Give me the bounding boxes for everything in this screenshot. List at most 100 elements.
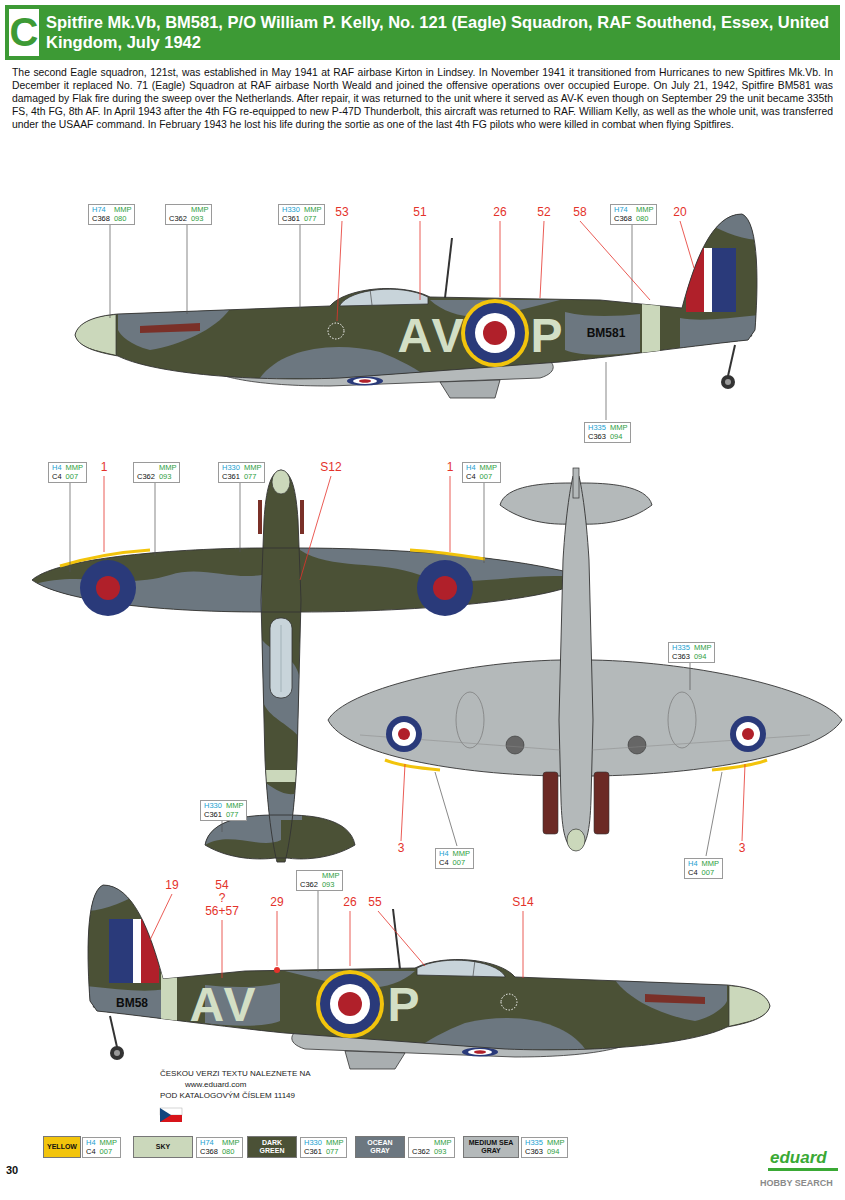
code-letter: P xyxy=(387,981,422,1029)
paint-code: 080 xyxy=(114,215,132,224)
color-name: MEDIUM SEA GRAY xyxy=(466,1139,516,1155)
paint-code: MMP xyxy=(434,1139,452,1148)
paint-code: C362 xyxy=(169,215,187,224)
paint-code-box: H330 MMP C361 077 xyxy=(300,1137,347,1158)
paint-code: H4 xyxy=(688,860,698,869)
note-text: POD KATALOGOVÝM ČÍSLEM 11149 xyxy=(160,1092,295,1101)
paint-code: H74 xyxy=(200,1139,218,1148)
paint-code-box: H4MMPC4007 xyxy=(684,858,723,879)
paint-code: C368 xyxy=(92,215,110,224)
paint-code: H330 xyxy=(304,1139,322,1148)
paint-code: MMP xyxy=(322,872,340,881)
paint-code: C368 xyxy=(614,215,632,224)
paint-code: C361 xyxy=(204,811,222,820)
watermark: HOBBY SEARCH xyxy=(760,1179,833,1189)
paint-code: C362 xyxy=(300,881,318,890)
callout-number: 1 xyxy=(101,461,108,474)
description-text: The second Eagle squadron, 121st, was es… xyxy=(12,66,833,131)
paint-code: 094 xyxy=(610,433,628,442)
web-address: www.eduard.com xyxy=(185,1081,246,1090)
paint-code: C4 xyxy=(86,1148,96,1157)
paint-code: C4 xyxy=(52,473,62,482)
serial-number: BM58 xyxy=(116,997,148,1010)
paint-code-box: MMPC362093 xyxy=(165,204,212,225)
code-letter: P xyxy=(530,312,565,360)
paint-code: MMP xyxy=(114,206,132,215)
paint-code: C362 xyxy=(412,1148,430,1157)
page-number: 30 xyxy=(6,1164,18,1176)
paint-code-box: H4MMPC4007 xyxy=(462,462,501,483)
paint-code: H4 xyxy=(86,1139,96,1148)
paint-code: MMP xyxy=(547,1139,565,1148)
color-swatch: OCEAN GRAY xyxy=(355,1136,405,1158)
callout-number: 52 xyxy=(537,206,550,219)
paint-code: H74 xyxy=(92,206,110,215)
paint-code: H335 xyxy=(588,424,606,433)
paint-code-box: H335 MMP C363 094 xyxy=(521,1137,568,1158)
callout-number: 20 xyxy=(673,206,686,219)
paint-code: MMP xyxy=(226,802,244,811)
color-swatch: DARK GREEN xyxy=(247,1136,297,1158)
paint-code: 007 xyxy=(480,473,498,482)
paint-code: 080 xyxy=(636,215,654,224)
paint-code: MMP xyxy=(66,464,84,473)
paint-code-box: H330MMPC361077 xyxy=(218,462,265,483)
paint-code: H330 xyxy=(222,464,240,473)
paint-code-box: H335MMPC363094 xyxy=(668,642,715,663)
color-swatch: MEDIUM SEA GRAY xyxy=(463,1136,519,1158)
paint-code: MMP xyxy=(222,1139,240,1148)
paint-code: 077 xyxy=(226,811,244,820)
callout-number: 51 xyxy=(413,206,426,219)
paint-code: C361 xyxy=(282,215,300,224)
paint-code: 094 xyxy=(547,1148,565,1157)
color-name: DARK GREEN xyxy=(250,1139,294,1155)
color-name: SKY xyxy=(156,1143,170,1151)
title-band-text: Spitfire Mk.Vb, BM581, P/O William P. Ke… xyxy=(46,8,834,56)
paint-code-box: MMP C362 093 xyxy=(296,870,343,891)
paint-code: H330 xyxy=(204,802,222,811)
paint-code-box: H74MMPC368080 xyxy=(196,1137,243,1158)
paint-code: H335 xyxy=(672,644,690,653)
callout-number: 56+57 xyxy=(205,905,239,918)
code-letters: AV xyxy=(397,312,466,360)
paint-code: MMP xyxy=(453,850,471,859)
paint-code: C363 xyxy=(525,1148,543,1157)
paint-code: C4 xyxy=(688,869,698,878)
paint-code-box: MMPC362093 xyxy=(133,462,180,483)
paint-code: 093 xyxy=(159,473,177,482)
color-swatch: SKY xyxy=(133,1136,193,1158)
paint-code: C361 xyxy=(304,1148,322,1157)
callout-number: S12 xyxy=(320,461,341,474)
paint-code: C361 xyxy=(222,473,240,482)
paint-code-box: MMPC362093 xyxy=(408,1137,455,1158)
paint-code: MMP xyxy=(191,206,209,215)
paint-code: 007 xyxy=(100,1148,118,1157)
title: Spitfire Mk.Vb, BM581, P/O William P. Ke… xyxy=(46,12,834,52)
paint-code: 093 xyxy=(322,881,340,890)
callout-number: S14 xyxy=(512,896,533,909)
paint-code: H335 xyxy=(525,1139,543,1148)
code-letters: AV xyxy=(189,981,258,1029)
paint-code: MMP xyxy=(159,464,177,473)
paint-code: 077 xyxy=(304,215,322,224)
paint-code: H4 xyxy=(52,464,62,473)
callout-number: 29 xyxy=(270,896,283,909)
callout-number: 58 xyxy=(573,206,586,219)
color-swatch: YELLOW xyxy=(43,1136,81,1158)
paint-code-box: H330 MMP C361 077 xyxy=(200,800,247,821)
callout-number: 55 xyxy=(368,896,381,909)
callout-number: 26 xyxy=(493,206,506,219)
panel-letter: C xyxy=(10,10,39,54)
paint-code: MMP xyxy=(304,206,322,215)
paint-code-box: H335MMPC363094 xyxy=(584,422,631,443)
callout-number: ? xyxy=(219,892,226,905)
callout-number: 26 xyxy=(343,896,356,909)
paint-code: 077 xyxy=(326,1148,344,1157)
paint-code-box: H4 MMP C4 007 xyxy=(48,462,87,483)
paint-code: 094 xyxy=(694,653,712,662)
paint-code: MMP xyxy=(244,464,262,473)
paint-code: MMP xyxy=(326,1139,344,1148)
paint-code: C4 xyxy=(439,859,449,868)
paint-code: 007 xyxy=(66,473,84,482)
callout-number: 3 xyxy=(739,842,746,855)
